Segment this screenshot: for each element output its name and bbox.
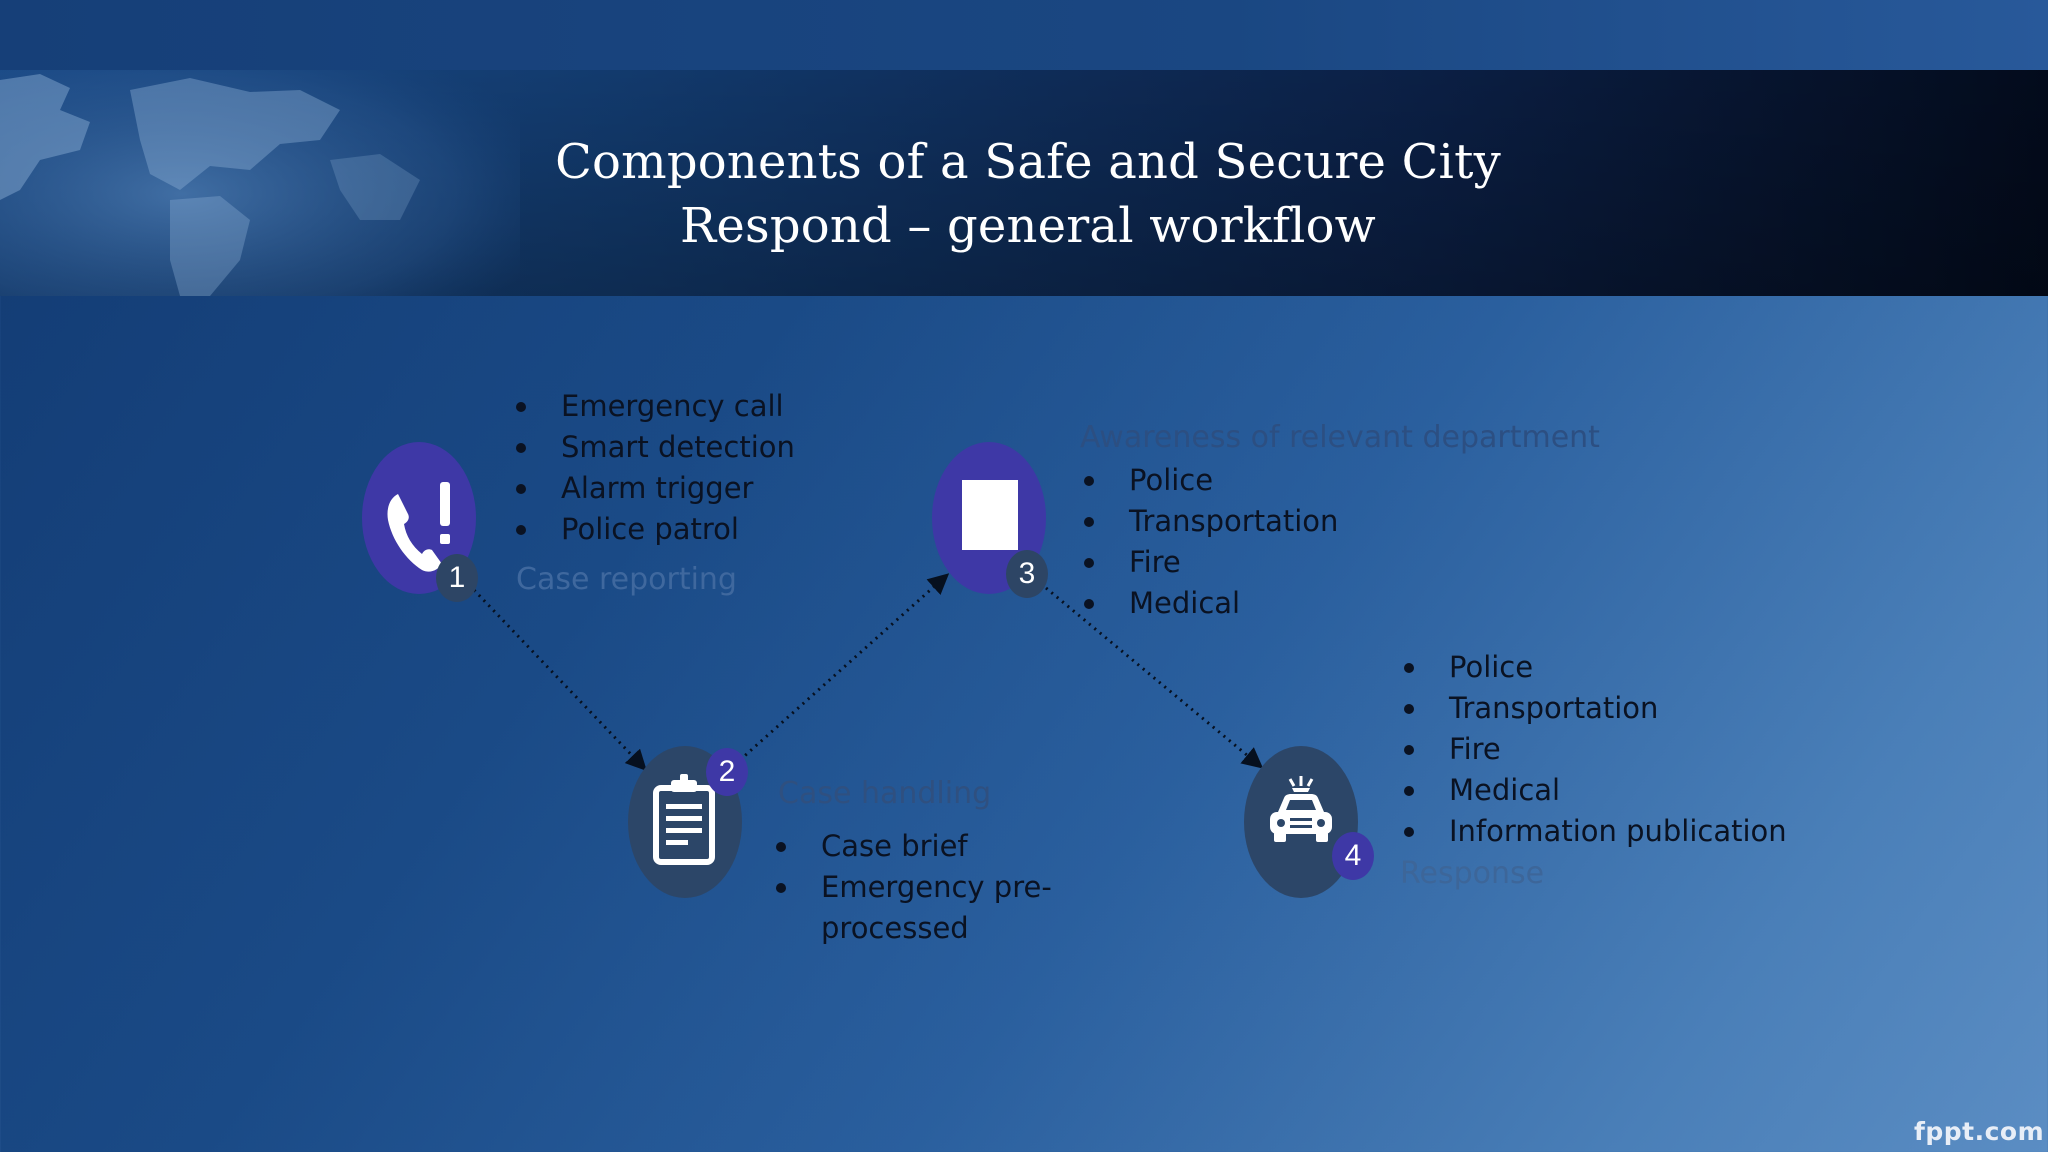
list-item: Transportation [1404,688,1787,729]
list-item: Information publication [1404,811,1787,852]
slide-title: Components of a Safe and Secure City Res… [0,130,2048,258]
title-line-1: Components of a Safe and Secure City [555,134,1501,190]
list-item: Alarm trigger [516,468,795,509]
step-1-list: Emergency call Smart detection Alarm tri… [516,386,795,550]
list-item: Police [1084,460,1338,501]
step-4-label: Response [1400,856,1545,891]
list-item: Case brief [776,826,1071,867]
police-car-icon [1270,776,1332,842]
step-1-label: Case reporting [516,562,737,597]
top-strip [0,0,2048,70]
list-item: Fire [1404,729,1787,770]
list-item: Fire [1084,542,1338,583]
list-item: Emergency call [516,386,795,427]
document-icon [962,480,1018,550]
title-line-2: Respond – general workflow [680,198,1376,254]
arrow-3-to-4 [1045,586,1264,769]
step-4-node [1244,746,1358,898]
list-item: Police [1404,647,1787,688]
list-item: Transportation [1084,501,1338,542]
step-3-label: Awareness of relevant department [1080,420,1600,455]
step-2-badge: 2 [706,748,748,796]
step-3-badge: 3 [1006,550,1048,598]
step-1-badge: 1 [436,554,478,602]
watermark: fppt.com [1914,1117,2045,1146]
clipboard-icon [653,774,715,865]
phone-alert-icon [387,482,450,572]
step-4-list: Police Transportation Fire Medical Infor… [1404,647,1787,852]
list-item: Medical [1404,770,1787,811]
step-2-label: Case handling [778,776,992,811]
step-2-list: Case brief Emergency pre-processed [776,826,1071,949]
list-item: Medical [1084,583,1338,624]
step-3-list: Police Transportation Fire Medical [1084,460,1338,624]
list-item: Emergency pre-processed [776,867,1071,949]
globe-map-decoration [0,70,520,296]
arrow-1-to-2 [472,588,647,772]
step-4-badge: 4 [1332,832,1374,880]
arrow-2-to-3 [739,573,950,762]
list-item: Smart detection [516,427,795,468]
list-item: Police patrol [516,509,795,550]
